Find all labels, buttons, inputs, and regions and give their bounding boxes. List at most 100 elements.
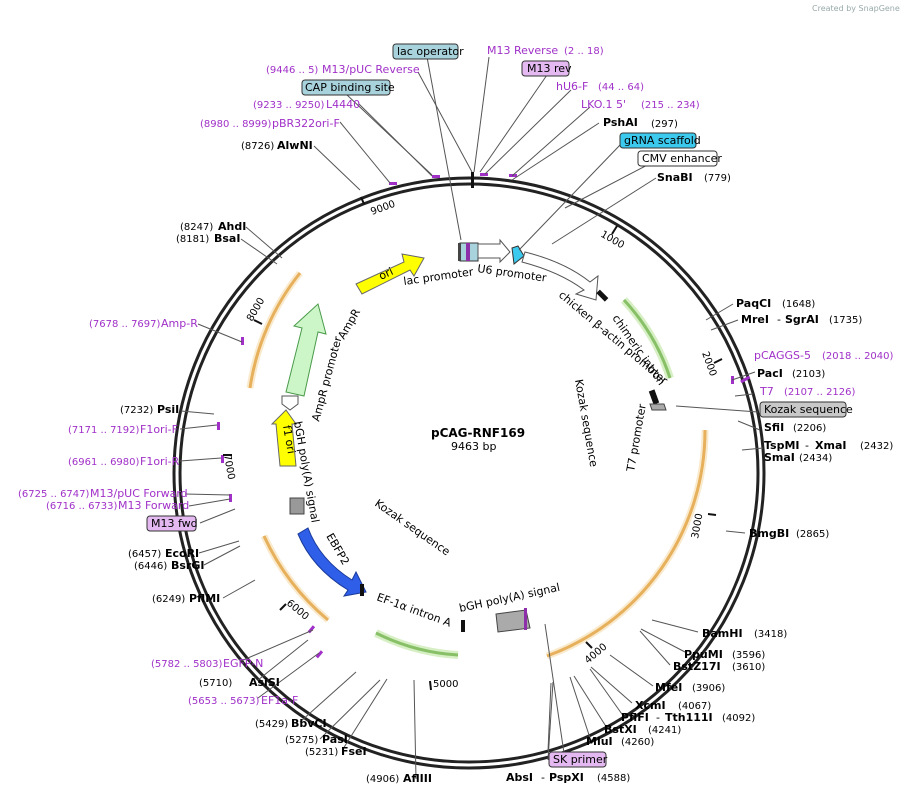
bmgbi-name: BmgBI bbox=[749, 527, 789, 540]
bsai-name: BsaI bbox=[214, 232, 240, 245]
lko1-name: LKO.1 5' bbox=[581, 98, 626, 111]
bgh-polya-box-left bbox=[289, 497, 305, 515]
egfp-n-name: EGFP-N bbox=[223, 657, 263, 670]
boxed-labels: lac operator M13 rev CAP binding site gR… bbox=[146, 43, 853, 768]
paci-pos: (2103) bbox=[792, 369, 825, 380]
absi-dash: - bbox=[541, 771, 545, 784]
fsei-name: FseI bbox=[341, 745, 367, 758]
psii-pos: (7232) bbox=[120, 405, 153, 416]
cmv-enhancer-label: CMV enhancer bbox=[642, 152, 722, 165]
cap-binding-site-label: CAP binding site bbox=[305, 81, 395, 94]
l4440-pos: (9233 .. 9250) bbox=[253, 100, 325, 111]
backbone-outer bbox=[172, 176, 766, 770]
lac-operator-label: lac operator bbox=[397, 45, 464, 58]
hu6-f-name: hU6-F bbox=[556, 80, 588, 93]
kozak-sequence-box-label: Kozak sequence bbox=[764, 403, 853, 416]
bbvci-pos: (5429) bbox=[255, 719, 288, 730]
ecori-name: EcoRI bbox=[165, 547, 199, 560]
xcmi-name: XcmI bbox=[635, 699, 666, 712]
ahdi-name: AhdI bbox=[218, 220, 246, 233]
m13-fwd-label: M13 fwd bbox=[151, 517, 198, 530]
mlui-pos: (4260) bbox=[621, 737, 654, 748]
sgrai-name: SgrAI bbox=[785, 313, 819, 326]
m13-puc-reverse-pos: (9446 .. 5) bbox=[266, 65, 318, 76]
pbr322-name: pBR322ori-F bbox=[272, 117, 340, 130]
pflmi-pos: (6249) bbox=[152, 594, 185, 605]
kozak1-text: Kozak sequence bbox=[572, 378, 600, 468]
ppumi-pos: (3596) bbox=[732, 650, 765, 661]
smai-pos: (2434) bbox=[799, 453, 832, 464]
m13-puc-fwd-name: M13/pUC Forward bbox=[90, 487, 188, 500]
bsrgi-name: BsrGI bbox=[171, 559, 204, 572]
smai-name: SmaI bbox=[764, 451, 795, 464]
mlui-name: MluI bbox=[586, 735, 613, 748]
bamhi-pos: (3418) bbox=[754, 629, 787, 640]
pcaggs5-name: pCAGGS-5 bbox=[754, 349, 811, 362]
ori-arrow bbox=[355, 253, 425, 295]
pbr322-pos: (8980 .. 8999) bbox=[200, 119, 272, 130]
pflfi-pos: (4092) bbox=[722, 713, 755, 724]
amp-r-name: Amp-R bbox=[161, 317, 198, 330]
mrei-dash: - bbox=[777, 313, 781, 326]
pasi-pos: (5275) bbox=[285, 735, 318, 746]
amp-r-pos: (7678 .. 7697) bbox=[89, 319, 161, 330]
leader-lines bbox=[179, 56, 764, 780]
ori-text: ori bbox=[377, 265, 395, 283]
pspxi-name: PspXI bbox=[549, 771, 584, 784]
sfii-pos: (2206) bbox=[793, 423, 826, 434]
paqci-name: PaqCI bbox=[736, 297, 771, 310]
tspmi-dash: - bbox=[805, 439, 809, 452]
tick-8000: 8000 bbox=[245, 296, 267, 324]
ef1a-f-name: EF1a-F bbox=[261, 694, 298, 707]
plasmid-name: pCAG-RNF169 bbox=[431, 426, 525, 440]
egfp-n-pos: (5782 .. 5803) bbox=[151, 659, 223, 670]
bmgbi-pos: (2865) bbox=[796, 529, 829, 540]
pflmi-name: PflMI bbox=[189, 592, 220, 605]
asisi-pos: (5710) bbox=[199, 678, 232, 689]
afliii-name: AflIII bbox=[403, 772, 432, 785]
m13-puc-reverse-name: M13/pUC Reverse bbox=[322, 63, 420, 76]
ef1a-intron-text: EF-1α intron A bbox=[375, 591, 454, 630]
tick-3000: 3000 bbox=[690, 513, 705, 540]
absi-name: AbsI bbox=[506, 771, 533, 784]
mfei-name: MfeI bbox=[655, 681, 682, 694]
mfei-pos: (3906) bbox=[692, 683, 725, 694]
ecori-pos: (6457) bbox=[128, 549, 161, 560]
t7-pos: (2107 .. 2126) bbox=[784, 387, 856, 398]
m13-reverse-name: M13 Reverse bbox=[487, 44, 558, 57]
paqci-pos: (1648) bbox=[782, 299, 815, 310]
bsai-pos: (8181) bbox=[176, 234, 209, 245]
f1ori-r-pos: (6961 .. 6980) bbox=[68, 457, 140, 468]
ppumi-name: PpuMI bbox=[684, 648, 723, 661]
paci-name: PacI bbox=[757, 367, 783, 380]
snabi-pos: (779) bbox=[704, 173, 731, 184]
mrei-pos: (1735) bbox=[829, 315, 862, 326]
afliii-pos: (4906) bbox=[366, 774, 399, 785]
mrei-name: MreI bbox=[741, 313, 769, 326]
alwni-name: AlwNI bbox=[277, 139, 313, 152]
m13-reverse-pos: (2 .. 18) bbox=[564, 46, 604, 57]
bsrgi-pos: (6446) bbox=[134, 561, 167, 572]
bamhi-name: BamHI bbox=[702, 627, 743, 640]
ef1a-f-pos: (5653 .. 5673) bbox=[188, 696, 260, 707]
m13-puc-fwd-pos: (6725 .. 6747) bbox=[18, 489, 90, 500]
ebfp2-arrow bbox=[297, 527, 367, 597]
ampr-text: AmpR bbox=[335, 306, 363, 341]
asisi-name: AsiSI bbox=[249, 676, 280, 689]
tspmi-pos: (2432) bbox=[860, 441, 893, 452]
bgh2-text: bGH poly(A) signal bbox=[458, 581, 561, 615]
chicken-actin-arrow bbox=[521, 251, 599, 301]
hu6-f-pos: (44 .. 64) bbox=[598, 82, 644, 93]
bgh-polya-box-bottom bbox=[495, 609, 531, 633]
bstz17i-pos: (3610) bbox=[732, 662, 765, 673]
absi-pos: (4588) bbox=[597, 773, 630, 784]
m13-forward-name: M13 Forward bbox=[118, 499, 189, 512]
f1ori-r-name: F1ori-R bbox=[140, 455, 180, 468]
tspmi-name: TspMI bbox=[764, 439, 800, 452]
tick-7000: 7000 bbox=[221, 454, 236, 481]
bstxi-pos: (4241) bbox=[648, 725, 681, 736]
kozak2-text: Kozak sequence bbox=[372, 497, 452, 559]
feature-arcs bbox=[246, 270, 709, 660]
t7-name: T7 bbox=[759, 385, 774, 398]
u6-promoter-arrow bbox=[477, 238, 511, 264]
